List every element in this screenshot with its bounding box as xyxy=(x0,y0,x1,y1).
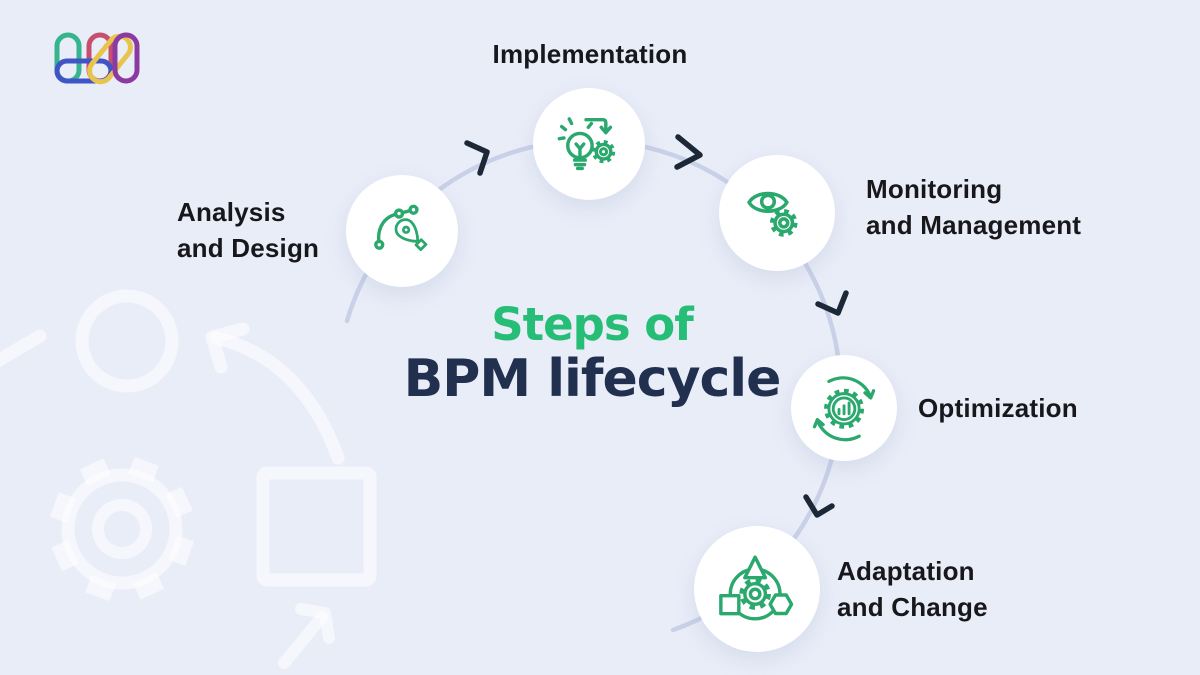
lightbulb-gear-icon xyxy=(557,117,616,171)
decor-ring-icon xyxy=(75,289,179,393)
step-label-implementation: Implementation xyxy=(492,39,688,69)
step-label-monitoring: Monitoring and Management xyxy=(866,174,1082,240)
step-label-optimization: Optimization xyxy=(918,393,1078,423)
decor-small-arrow-icon xyxy=(278,603,335,669)
step-label-adaptation: Adaptation and Change xyxy=(837,556,988,622)
decor-curved-arrow-icon xyxy=(0,322,345,465)
flow-arrowhead-icon xyxy=(815,290,849,316)
decor-square-icon xyxy=(256,466,377,587)
decor-gear-icon xyxy=(49,456,195,602)
pen-tool-icon xyxy=(374,204,428,251)
title-line-1: Steps of xyxy=(491,298,694,351)
step-circle-optimization xyxy=(791,355,897,461)
title-line-2: BPM lifecycle xyxy=(403,349,782,409)
brand-logo xyxy=(54,32,140,85)
step-label-analysis: Analysis and Design xyxy=(177,197,320,263)
step-circle-analysis xyxy=(346,175,458,287)
step-circle-adaptation xyxy=(694,526,820,652)
flow-arrowhead-icon xyxy=(803,494,835,518)
eye-gear-icon xyxy=(746,191,798,237)
page-title: Steps of BPM lifecycle xyxy=(392,298,792,409)
step-circle-implementation xyxy=(533,88,645,200)
shapes-cycle-gear-icon xyxy=(719,555,794,621)
flow-arrowhead-icon xyxy=(674,134,703,170)
flow-arrowhead-icon xyxy=(464,140,490,176)
gear-chart-cycle-icon xyxy=(812,376,876,442)
step-circle-monitoring xyxy=(719,155,835,271)
